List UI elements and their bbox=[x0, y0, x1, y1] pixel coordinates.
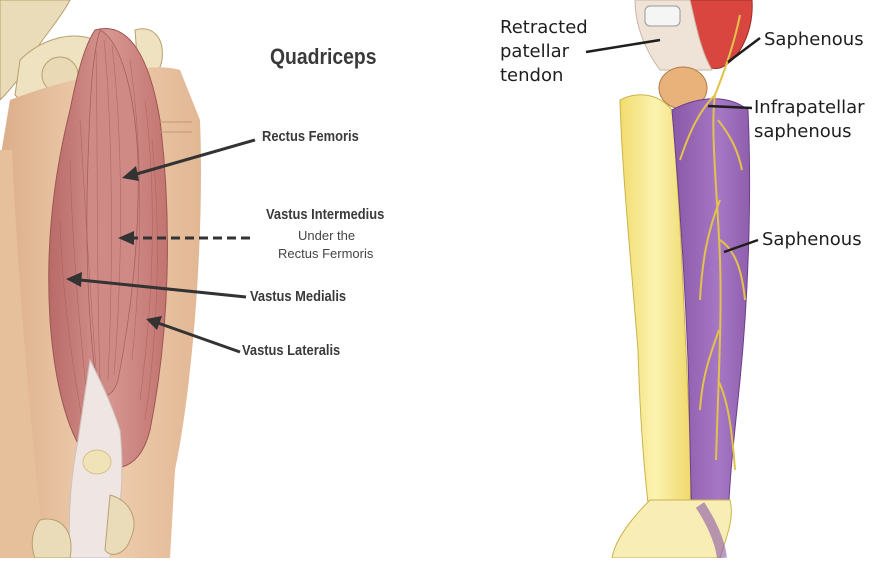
infrapatellar-label-line-1: Infrapatellar bbox=[754, 96, 865, 119]
saphenous-top-label: Saphenous bbox=[764, 28, 864, 51]
vastus-intermedius-label: Vastus Intermedius bbox=[266, 206, 384, 223]
vastus-medialis-label: Vastus Medialis bbox=[250, 288, 346, 305]
retracted-label-line-1: Retracted bbox=[500, 16, 588, 39]
retracted-label-line-3: tendon bbox=[500, 64, 563, 87]
saphenous-mid-label: Saphenous bbox=[762, 228, 862, 251]
vastus-lateralis-label: Vastus Lateralis bbox=[242, 342, 340, 359]
lower-leg-illustration bbox=[612, 0, 752, 558]
rectus-femoris-label: Rectus Femoris bbox=[262, 128, 359, 145]
thigh-illustration bbox=[0, 0, 201, 558]
vastus-intermedius-note-1: Under the bbox=[298, 228, 355, 243]
quadriceps-title: Quadriceps bbox=[270, 44, 377, 70]
vastus-intermedius-note-2: Rectus Fermoris bbox=[278, 246, 373, 261]
infrapatellar-label-line-2: saphenous bbox=[754, 120, 852, 143]
retracted-label-line-2: patellar bbox=[500, 40, 569, 63]
